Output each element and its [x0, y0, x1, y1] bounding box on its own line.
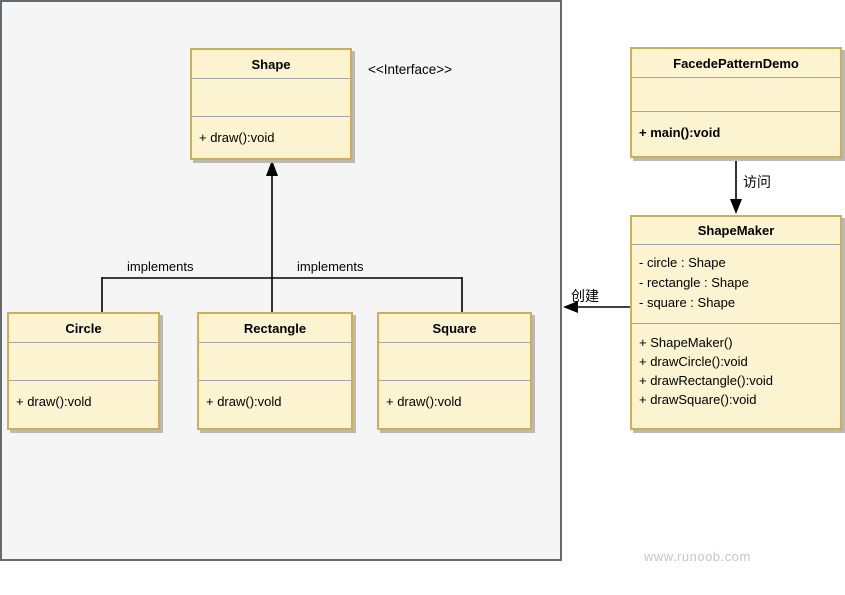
method-line: + draw():vold [206, 394, 282, 409]
class-circle: Circle + draw():vold [7, 312, 160, 430]
access-arrowhead-icon [730, 199, 742, 214]
class-rectangle: Rectangle + draw():vold [197, 312, 353, 430]
implements-label-left: implements [127, 259, 194, 274]
class-shape-methods: + draw():void [192, 117, 350, 158]
method-line: + ShapeMaker() [639, 335, 733, 350]
class-facede-pattern-demo-title: FacedePatternDemo [632, 49, 840, 78]
class-shape: Shape + draw():void [190, 48, 352, 160]
class-shape-maker-fields: - circle : Shape - rectangle : Shape - s… [632, 245, 840, 324]
interface-stereotype-label: <<Interface>> [368, 62, 453, 77]
class-shape-maker: ShapeMaker - circle : Shape - rectangle … [630, 215, 842, 430]
method-line: + draw():vold [386, 394, 462, 409]
class-shape-maker-title: ShapeMaker [632, 217, 840, 245]
class-square-title: Square [379, 314, 530, 343]
class-shape-maker-methods: + ShapeMaker() + drawCircle():void + dra… [632, 324, 840, 428]
method-line: + draw():vold [16, 394, 92, 409]
class-facede-pattern-demo: FacedePatternDemo + main():void [630, 47, 842, 158]
method-line: + drawSquare():void [639, 392, 757, 407]
access-label: 访问 [743, 174, 771, 190]
class-shape-title: Shape [192, 50, 350, 79]
class-rectangle-title: Rectangle [199, 314, 351, 343]
method-line: + main():void [639, 125, 721, 140]
class-square-fields [379, 343, 530, 381]
class-circle-methods: + draw():vold [9, 381, 158, 428]
create-label: 创建 [571, 288, 599, 304]
class-circle-fields [9, 343, 158, 381]
class-rectangle-methods: + draw():vold [199, 381, 351, 428]
watermark: www.runoob.com [644, 549, 751, 564]
field-line: - square : Shape [639, 295, 736, 310]
class-shape-fields [192, 79, 350, 117]
implements-label-right: implements [297, 259, 364, 274]
field-line: - rectangle : Shape [639, 275, 749, 290]
class-square-methods: + draw():vold [379, 381, 530, 428]
method-line: + drawRectangle():void [639, 373, 774, 388]
class-facede-pattern-demo-fields [632, 78, 840, 112]
class-square: Square + draw():vold [377, 312, 532, 430]
method-line: + draw():void [199, 130, 275, 145]
class-rectangle-fields [199, 343, 351, 381]
field-line: - circle : Shape [639, 255, 726, 270]
class-facede-pattern-demo-methods: + main():void [632, 112, 840, 156]
class-circle-title: Circle [9, 314, 158, 343]
method-line: + drawCircle():void [639, 354, 748, 369]
